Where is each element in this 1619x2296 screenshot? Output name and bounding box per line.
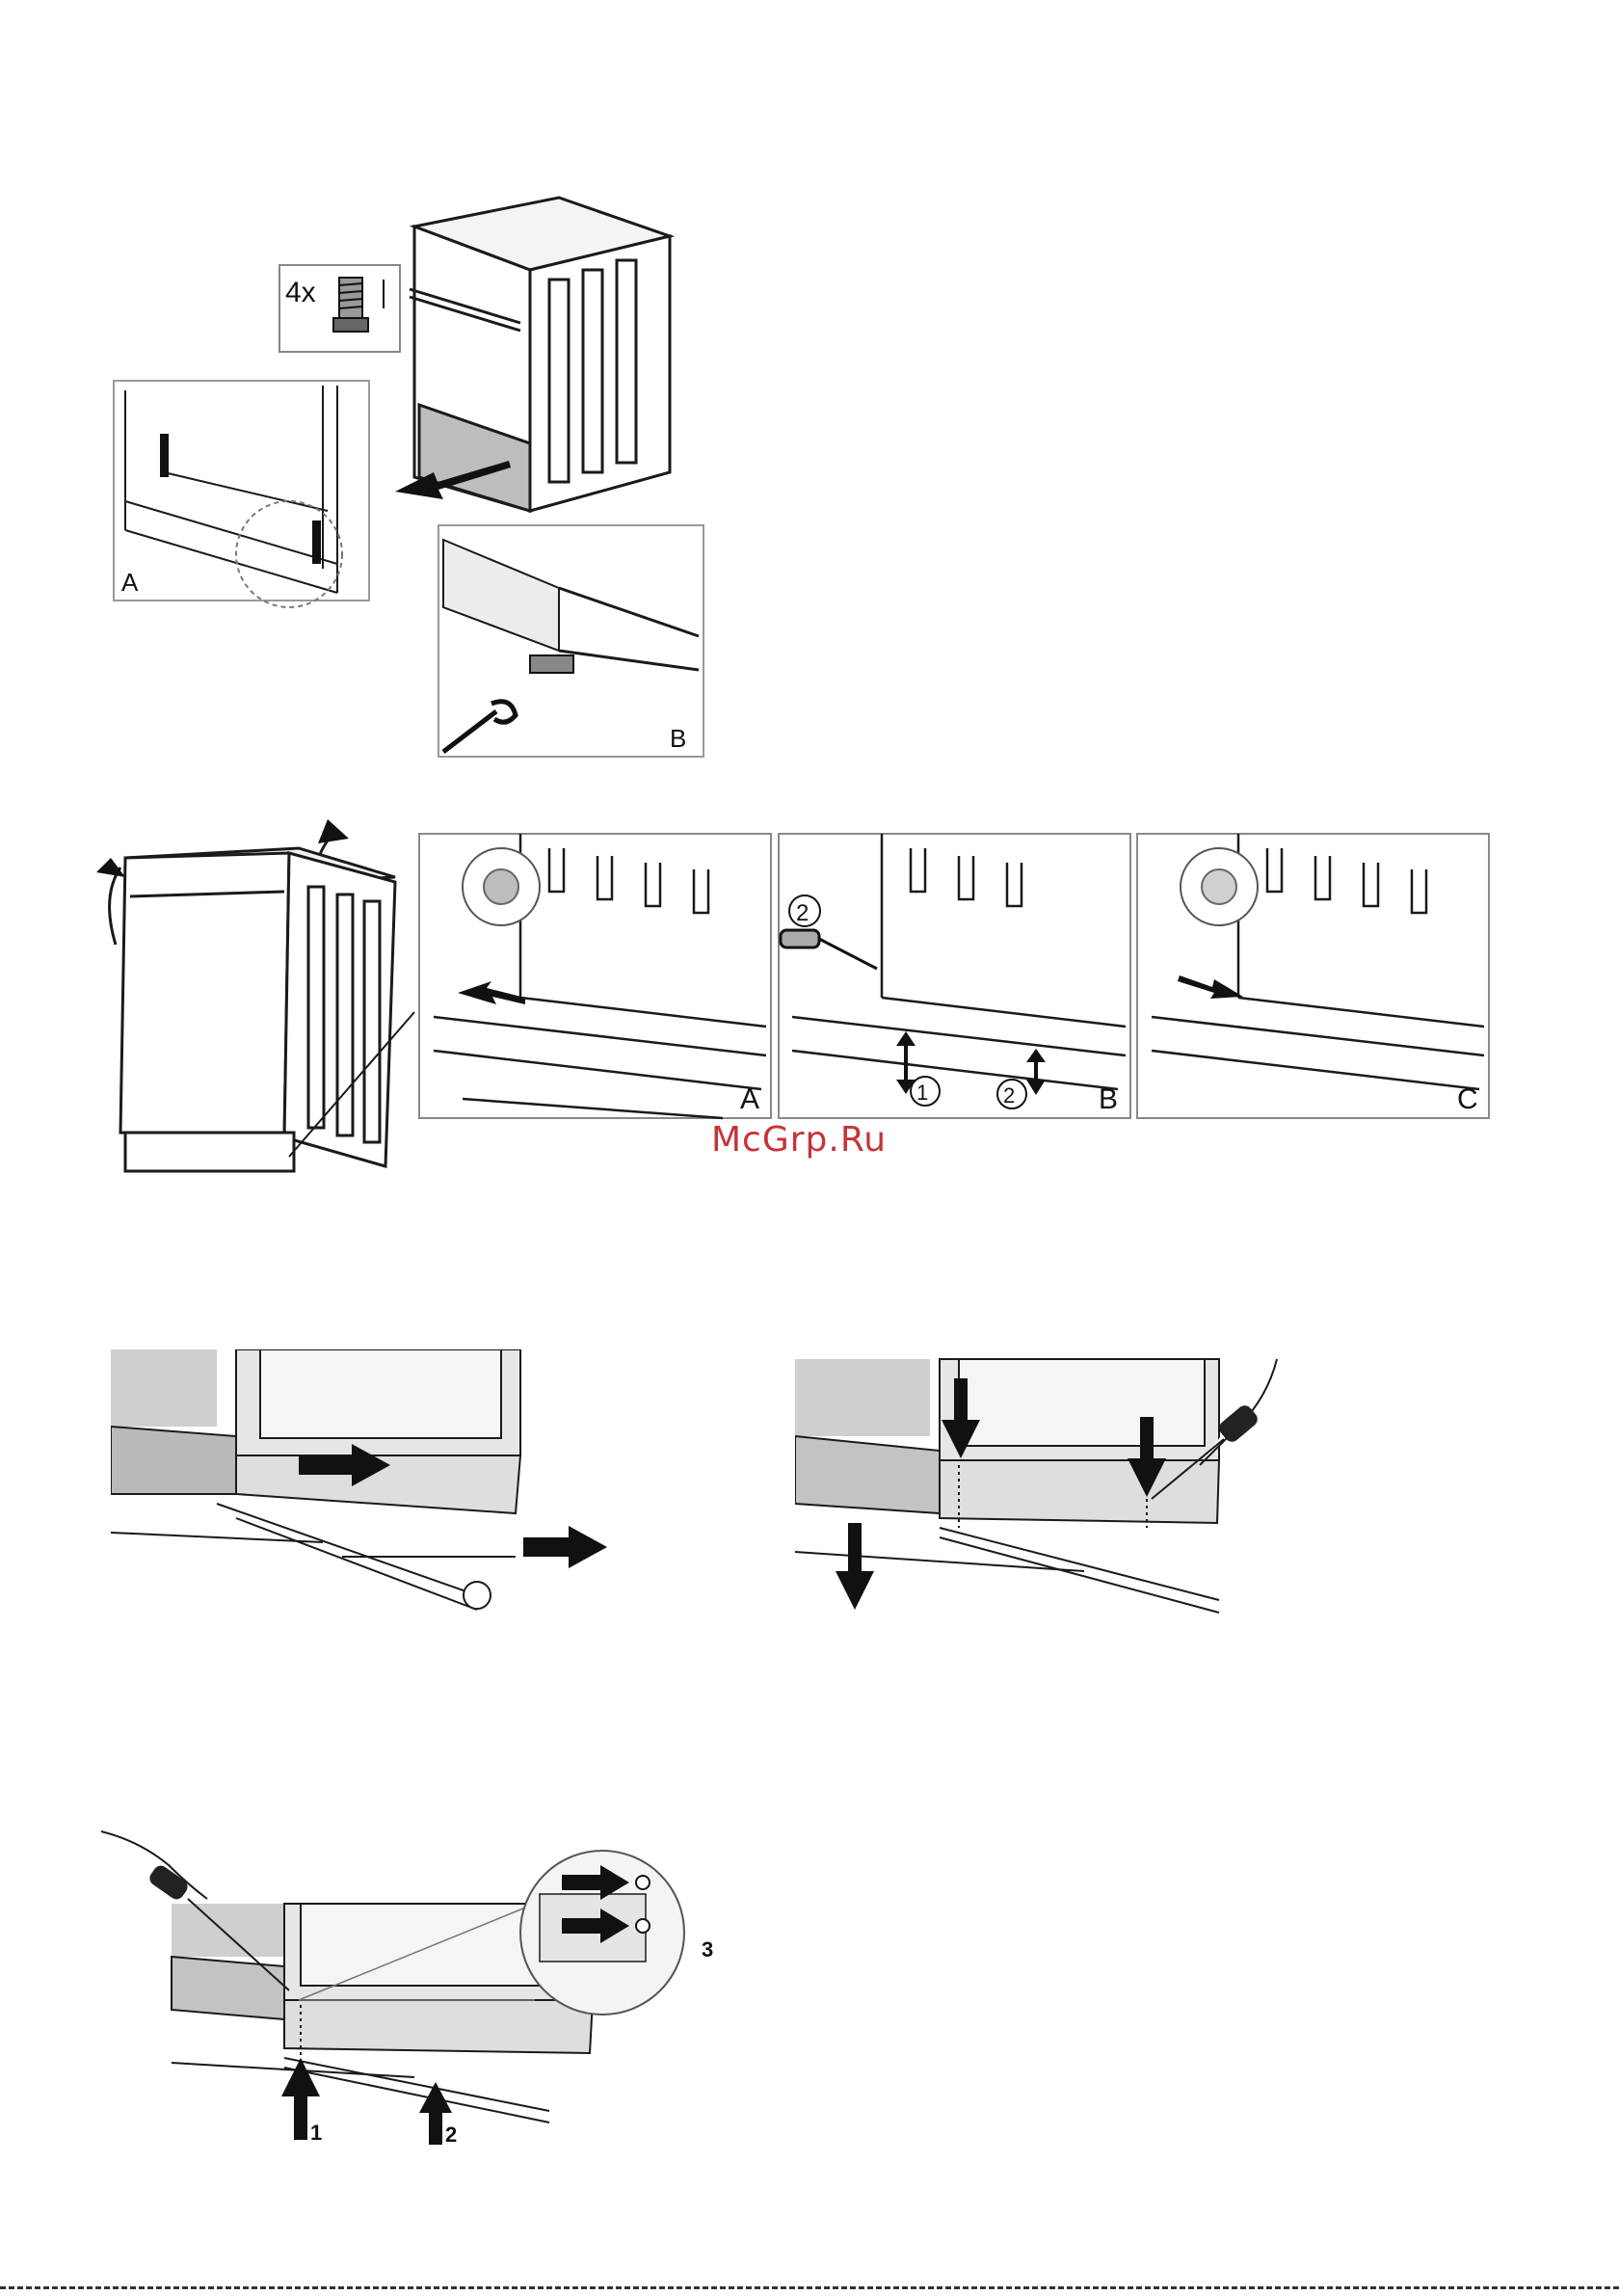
step-marker-2b: 2 (1003, 1083, 1015, 1108)
arrow-label-3: 3 (702, 1937, 713, 1962)
figure-leveling-feet: 4x A (106, 183, 713, 761)
arrow-label-2: 2 (445, 2122, 457, 2147)
figure-plinth-removal (111, 1349, 626, 1615)
foot-count-label: 4x (285, 277, 316, 308)
panel-c: C (1137, 834, 1489, 1118)
page-bottom-rule (0, 2286, 1619, 2289)
cooker-illustration (410, 198, 670, 511)
panel-c-label: C (1457, 1083, 1478, 1115)
tilted-cooker-illustration (96, 819, 414, 1171)
arrow-label-1: 1 (310, 2121, 322, 2145)
step-marker-1: 1 (916, 1081, 928, 1105)
panel-a-label: A (740, 1083, 759, 1115)
panel-a: A (419, 834, 771, 1118)
figure-screw-fixing (795, 1345, 1311, 1615)
panel-b: 2 1 2 B (779, 834, 1130, 1118)
step-marker-2a: 2 (796, 900, 809, 926)
inset-b-label: B (670, 724, 686, 753)
panel-b-label: B (1099, 1083, 1118, 1115)
inset-b: B (438, 525, 703, 757)
inset-a-label: A (121, 568, 139, 597)
foot-inset: 4x (279, 265, 400, 352)
figure-reassembly: 1 2 3 (96, 1822, 732, 2149)
watermark-text: McGrp.Ru (711, 1120, 887, 1160)
inset-a: A (114, 381, 369, 607)
